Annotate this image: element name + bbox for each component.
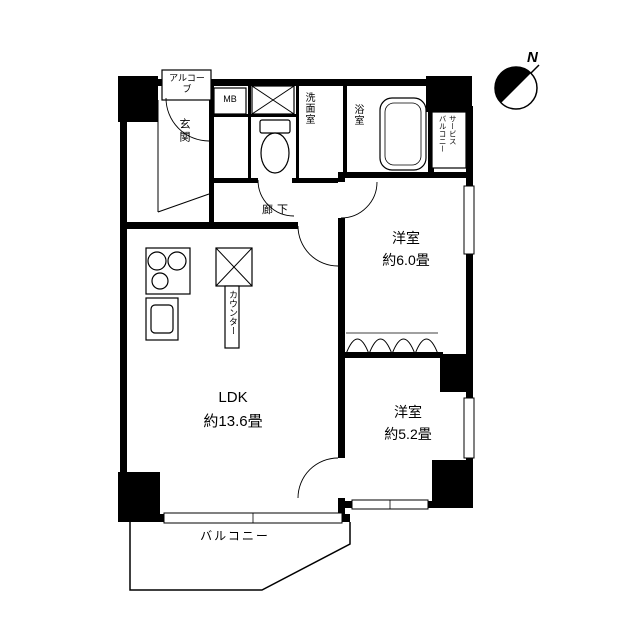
alcove-label: アルコーブ bbox=[169, 73, 205, 95]
toilet-tank bbox=[259, 119, 291, 134]
pillar-top-right bbox=[426, 76, 472, 112]
wall-center-divider-b bbox=[338, 218, 345, 458]
service-balcony-label: サービス バルコニー bbox=[438, 115, 458, 153]
meter-box bbox=[213, 87, 247, 115]
wall-below-meterbox bbox=[212, 114, 296, 117]
compass-pointer bbox=[530, 64, 540, 74]
window-mullions bbox=[252, 500, 391, 523]
wall-bath-bedroom1 bbox=[338, 172, 473, 178]
wall-toilet-east bbox=[296, 86, 299, 182]
compass-north-label: N bbox=[527, 49, 538, 66]
counter-shaft-cross-2 bbox=[215, 247, 253, 287]
wall-ldk-top bbox=[120, 222, 298, 229]
wall-left bbox=[120, 79, 127, 522]
counter-label: カウンター bbox=[228, 290, 238, 335]
alcove-box bbox=[161, 69, 212, 101]
fixture-lines bbox=[129, 85, 439, 591]
wall-between-bedrooms bbox=[345, 352, 443, 358]
closet-bifold-doors bbox=[345, 338, 439, 356]
pillar-mid-right bbox=[440, 354, 473, 392]
bedroom1-size: 約6.0畳 bbox=[382, 251, 430, 268]
counter-bar bbox=[224, 285, 240, 349]
ldk-name: LDK bbox=[218, 389, 248, 406]
bedroom1-label: 洋室 約6.0畳 bbox=[345, 228, 467, 271]
wall-corridor-top-left bbox=[212, 178, 258, 183]
window-bedroom1-east bbox=[463, 185, 475, 255]
door-arc-entrance bbox=[165, 97, 210, 142]
meter-box-label: MB bbox=[223, 94, 237, 104]
bedroom2-name: 洋室 bbox=[394, 404, 422, 420]
compass-needle bbox=[494, 66, 531, 103]
entrance-label: 玄関 bbox=[178, 118, 190, 144]
bathtub-inner bbox=[384, 102, 422, 166]
stove-burner-1 bbox=[147, 251, 167, 271]
bedroom1-name: 洋室 bbox=[392, 230, 420, 246]
wall-top bbox=[150, 79, 430, 86]
entrance-step-line bbox=[157, 193, 210, 213]
kitchen-sink bbox=[150, 304, 174, 334]
pillar-bottom-right bbox=[432, 460, 473, 508]
balcony-label: バルコニー bbox=[200, 529, 270, 543]
toilet-bowl bbox=[260, 132, 290, 174]
wall-toilet-west bbox=[248, 84, 251, 180]
pipe-shaft-cross-2 bbox=[251, 85, 295, 115]
door-arc-bedroom2 bbox=[297, 457, 339, 499]
door-arc-washroom bbox=[257, 179, 295, 217]
wall-washroom-bath bbox=[343, 86, 347, 174]
service-balcony-box bbox=[431, 111, 467, 169]
bathroom-label: 浴室 bbox=[352, 104, 363, 126]
wall-center-divider-c bbox=[338, 498, 345, 522]
door-arc-ldk bbox=[297, 225, 339, 267]
washroom-label: 洗面室 bbox=[303, 92, 314, 125]
stove-burner-3 bbox=[151, 272, 169, 290]
wall-right bbox=[466, 106, 473, 508]
wall-entrance-divider bbox=[209, 84, 214, 222]
hallway-label: 廊下 bbox=[262, 204, 292, 216]
wall-bath-east bbox=[428, 112, 434, 172]
balcony-outline bbox=[129, 522, 351, 591]
stove-burner-2 bbox=[167, 251, 187, 271]
wall-corridor-top-right bbox=[292, 178, 338, 183]
window-bedroom2-east bbox=[463, 397, 475, 459]
compass bbox=[494, 64, 540, 110]
bedroom2-label: 洋室 約5.2畳 bbox=[347, 402, 469, 445]
ldk-label: LDK 約13.6畳 bbox=[140, 386, 326, 434]
bedroom2-size: 約5.2畳 bbox=[384, 425, 432, 442]
door-arc-bedroom1 bbox=[340, 181, 378, 219]
ldk-size: 約13.6畳 bbox=[203, 413, 263, 430]
bathtub bbox=[379, 97, 427, 171]
pillar-bottom-left bbox=[118, 472, 160, 522]
